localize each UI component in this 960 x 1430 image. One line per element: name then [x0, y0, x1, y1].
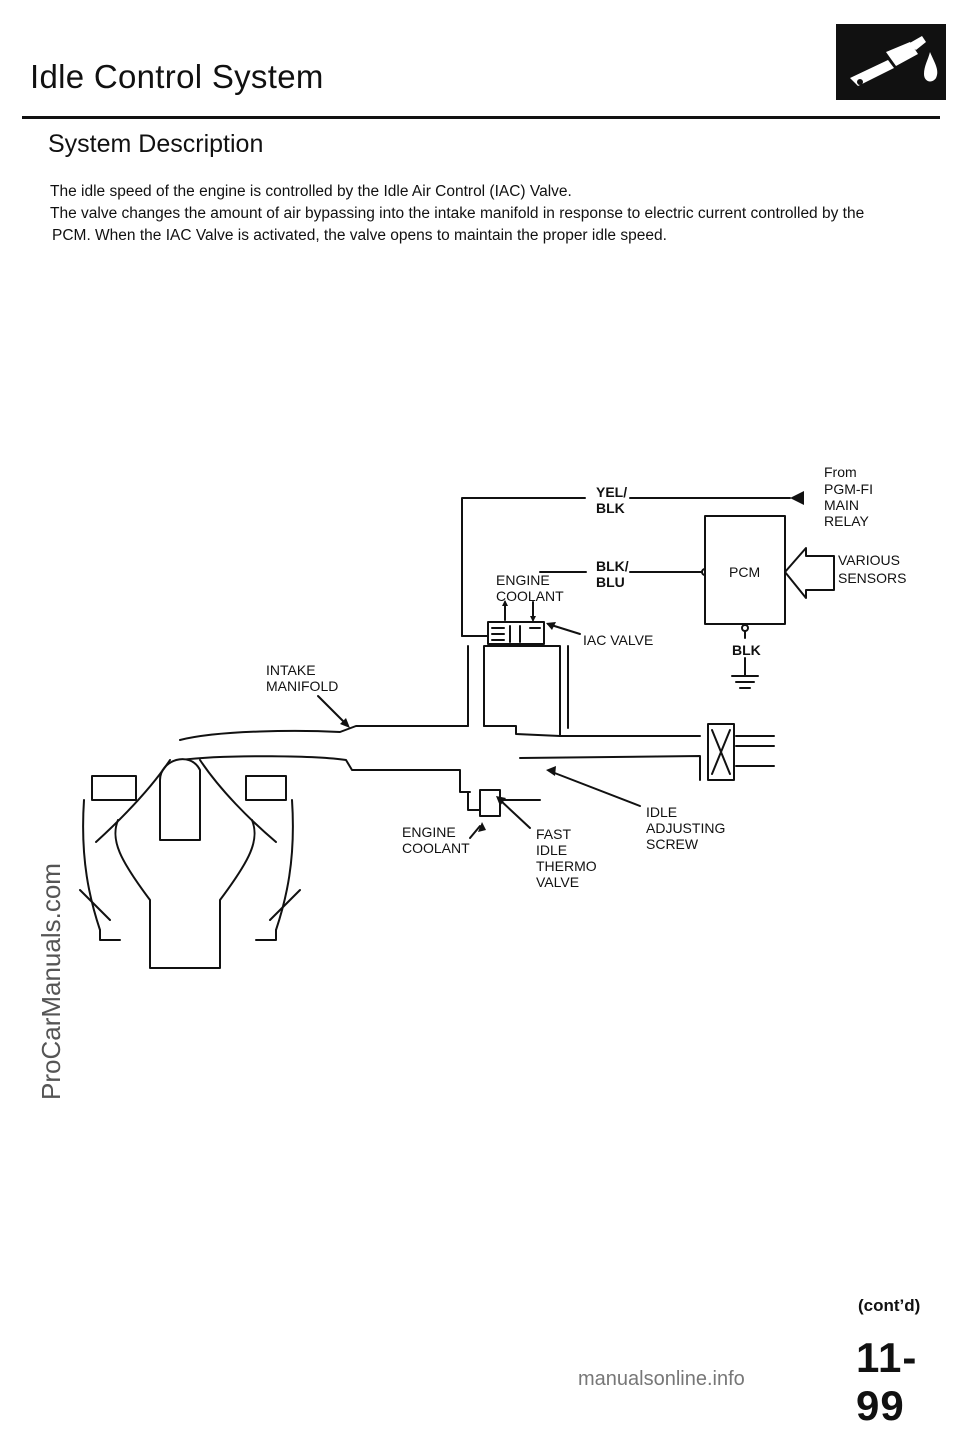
manual-page: Idle Control System System Description T… — [22, 24, 946, 1429]
yel-blk-label-line-1: YEL/ — [596, 484, 628, 500]
relay-label: PGM-FI MAIN RELAY — [824, 481, 873, 529]
sensors-label: VARIOUS SENSORS — [838, 552, 906, 586]
pcm-box — [704, 515, 786, 625]
idle-screw-line-2: ADJUSTING — [646, 820, 726, 836]
paragraph-2-line-1: The valve changes the amount of air bypa… — [50, 205, 865, 222]
intake-manifold-line-2: MANIFOLD — [266, 678, 339, 694]
pcm-label: PCM — [729, 564, 761, 580]
engine-coolant-top-label: ENGINE COOLANT — [496, 572, 564, 604]
yel-blk-wire — [461, 497, 791, 637]
section-title: System Description — [48, 130, 264, 158]
intake-manifold-label: INTAKE MANIFOLD — [266, 662, 338, 694]
idle-control-diagram — [79, 491, 835, 969]
intake-manifold-line-1: INTAKE — [266, 662, 316, 678]
relay-label-line-2: MAIN — [824, 497, 859, 513]
fast-idle-line-2: IDLE — [536, 842, 568, 858]
idle-screw-line-1: IDLE — [646, 804, 678, 820]
blk-blu-label-line-1: BLK/ — [596, 558, 629, 574]
fast-idle-line-3: THERMO — [536, 858, 597, 874]
relay-label-line-1: PGM-FI — [824, 481, 873, 497]
description-paragraph-1: The idle speed of the engine is controll… — [50, 183, 572, 200]
page-title: Idle Control System — [30, 58, 324, 95]
page-number: 11-99 — [856, 1334, 918, 1429]
engine-coolant-top-line-1: ENGINE — [496, 572, 550, 588]
engine-block — [114, 819, 256, 969]
fast-idle-thermo-valve — [479, 789, 501, 817]
relay-label-line-3: RELAY — [824, 513, 869, 529]
yel-blk-label: YEL/ BLK — [596, 484, 627, 516]
engine-coolant-top-line-2: COOLANT — [496, 588, 564, 604]
fast-idle-line-4: VALVE — [536, 874, 580, 890]
iac-air-passage — [467, 645, 569, 737]
intake-manifold-pipe — [179, 725, 701, 741]
description-paragraph-2: The valve changes the amount of air bypa… — [50, 203, 930, 247]
blk-blu-label: BLK/ BLU — [596, 558, 629, 590]
sensors-label-line-2: SENSORS — [838, 570, 907, 586]
header-rule — [22, 116, 940, 119]
continued-label: (cont’d) — [858, 1296, 921, 1315]
from-label: From — [824, 464, 857, 480]
blk-ground-label: BLK — [732, 642, 761, 658]
engine-coolant-bottom-label: ENGINE COOLANT — [402, 824, 470, 856]
footer-watermark: manualsonline.info — [578, 1368, 745, 1390]
fast-idle-thermo-label: FAST IDLE THERMO VALVE — [536, 826, 597, 890]
blk-blu-label-line-2: BLU — [596, 574, 625, 590]
sensors-arrow — [784, 547, 835, 599]
idle-adjusting-screw-label: IDLE ADJUSTING SCREW — [646, 804, 725, 852]
relay-arrow — [790, 491, 804, 505]
iac-valve-label: IAC VALVE — [583, 632, 654, 648]
side-watermark: ProCarManuals.com — [36, 863, 66, 1100]
yel-blk-label-line-2: BLK — [596, 500, 625, 516]
fuel-nozzle-icon — [836, 24, 946, 100]
idle-screw-line-3: SCREW — [646, 836, 699, 852]
fast-idle-line-1: FAST — [536, 826, 572, 842]
engine-coolant-bottom-line-2: COOLANT — [402, 840, 470, 856]
sensors-label-line-1: VARIOUS — [838, 552, 900, 568]
engine-coolant-bottom-line-1: ENGINE — [402, 824, 456, 840]
paragraph-2-line-2: PCM. When the IAC Valve is activated, th… — [52, 227, 667, 244]
